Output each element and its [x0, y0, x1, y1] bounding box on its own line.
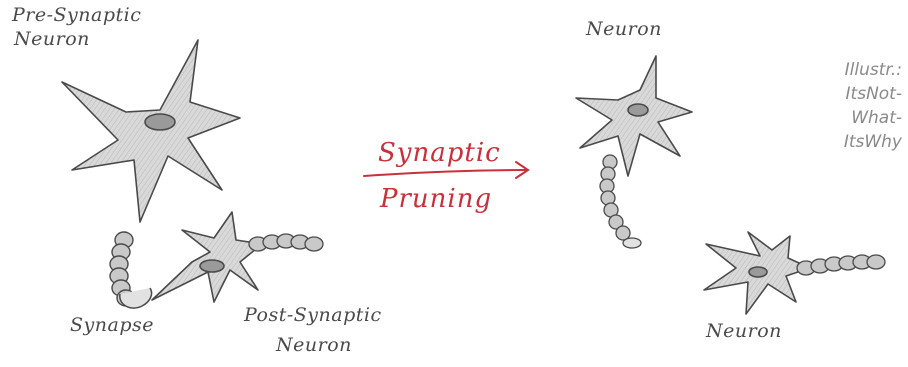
post-synaptic-nucleus: [200, 260, 224, 272]
top-neuron-axon: [600, 155, 641, 248]
credit-line-3: What-: [782, 106, 902, 130]
top-neuron-label: Neuron: [586, 20, 662, 39]
bottom-neuron-nucleus: [749, 267, 767, 277]
credit-line-4: ItsWhy: [782, 130, 902, 154]
pre-synaptic-soma: [62, 40, 240, 222]
illustration-credit: Illustr.: ItsNot- What- ItsWhy: [782, 58, 902, 154]
post-synaptic-neuron: [152, 212, 262, 302]
credit-line-1: Illustr.:: [782, 58, 902, 82]
synaptic-pruning-label-line1: Synaptic: [378, 140, 501, 166]
credit-line-2: ItsNot-: [782, 82, 902, 106]
pre-synaptic-neuron: [62, 40, 240, 222]
bottom-neuron-label: Neuron: [706, 322, 782, 341]
top-neuron: [576, 56, 692, 176]
pre-synaptic-label-line1: Pre-Synaptic: [12, 6, 141, 25]
top-neuron-nucleus: [628, 104, 648, 116]
synapse-label: Synapse: [70, 316, 154, 335]
pre-synaptic-nucleus: [145, 114, 175, 130]
post-synaptic-axon: [249, 234, 323, 251]
bottom-neuron: [704, 232, 810, 314]
post-synaptic-label-line2: Neuron: [276, 336, 352, 355]
post-synaptic-label-line1: Post-Synaptic: [244, 306, 382, 325]
pre-synaptic-label-line2: Neuron: [14, 30, 90, 49]
post-synaptic-soma: [152, 212, 262, 302]
synaptic-pruning-label-line2: Pruning: [380, 186, 492, 212]
bottom-neuron-axon: [797, 255, 885, 275]
